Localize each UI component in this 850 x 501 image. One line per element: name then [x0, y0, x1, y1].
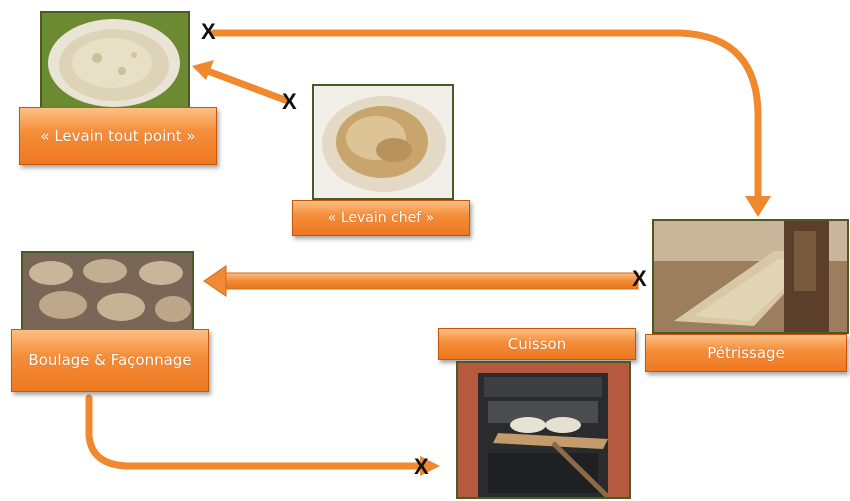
- levain-chef-label: « Levain chef »: [292, 200, 470, 236]
- cuisson-photo: [456, 361, 631, 499]
- arrowhead-levain: [192, 60, 214, 80]
- arrowhead-boulage: [203, 265, 227, 297]
- arrow-levain-to-petrissage: [210, 29, 762, 202]
- x-marker-levain-chef: X: [282, 89, 297, 114]
- petrissage-photo: [652, 219, 849, 334]
- x-marker-petrissage: X: [632, 266, 647, 291]
- arrow-boulage-to-cuisson: [85, 394, 426, 470]
- petrissage-label: Pétrissage: [645, 334, 847, 372]
- x-marker-top: X: [201, 19, 216, 44]
- arrow-petrissage-to-boulage: [221, 272, 639, 290]
- boulage-label: Boulage & Façonnage: [11, 329, 209, 392]
- bowl-of-dough-icon: [42, 13, 188, 109]
- x-marker-cuisson: X: [414, 454, 429, 479]
- levain-tout-point-photo: [40, 11, 190, 111]
- boulage-photo: [21, 251, 194, 331]
- arrowhead-cuisson: [420, 456, 440, 476]
- risen-dough-icon: [314, 86, 452, 198]
- levain-chef-photo: [312, 84, 454, 200]
- bread-oven-icon: [458, 363, 629, 497]
- shaped-loaves-icon: [23, 253, 192, 329]
- arrow-levainchef-to-levain: [201, 66, 289, 104]
- levain-tout-point-label: « Levain tout point »: [19, 107, 217, 165]
- cuisson-label: Cuisson: [438, 328, 636, 360]
- arrowhead-petrissage: [745, 196, 771, 217]
- kneading-trough-icon: [654, 221, 847, 332]
